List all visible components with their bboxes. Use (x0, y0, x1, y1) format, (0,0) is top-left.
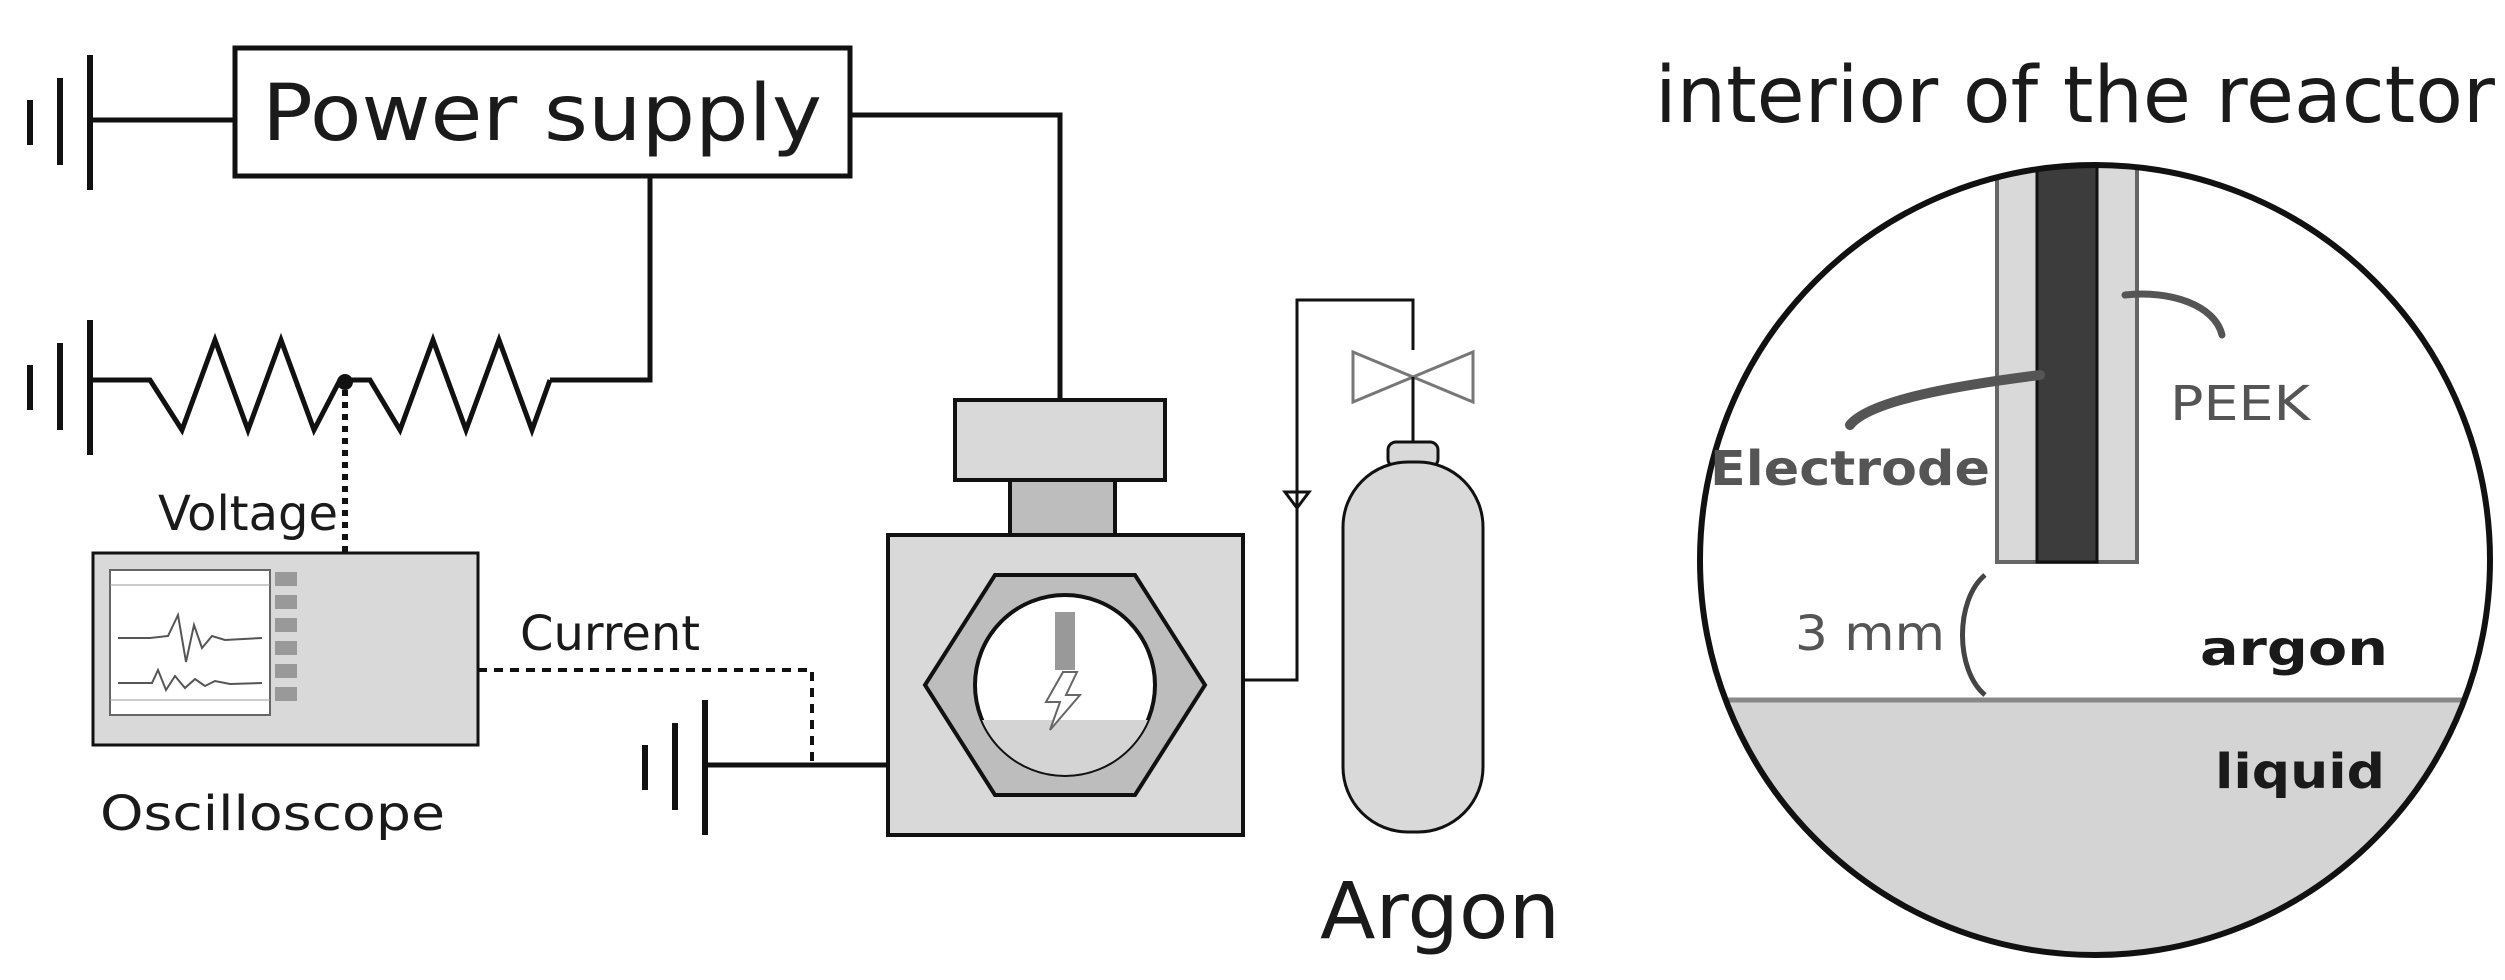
liquid-region-label: liquid (2215, 744, 2385, 800)
argon-region-label: argon (2200, 621, 2388, 677)
gap-label: 3 mm (1795, 606, 1945, 662)
wire-power-to-resistors (550, 176, 653, 383)
ground-symbol-middle (27, 320, 93, 455)
reactor-cap-neck (1008, 478, 1117, 537)
discharge-spark-icon (1044, 671, 1083, 731)
power-supply-box (232, 45, 853, 179)
wire-power-to-reactor (850, 112, 1063, 400)
argon-bottle (1341, 460, 1485, 834)
oscilloscope-label: Oscilloscope (100, 786, 445, 842)
current-label: Current (520, 606, 700, 662)
peek-label: PEEK (2170, 376, 2312, 432)
ground-symbol-bottom (642, 700, 708, 835)
valve-icon (1351, 349, 1417, 405)
electrode-label: Electrode (1710, 441, 1990, 497)
gap-bracket (1960, 573, 1987, 697)
electrode-rod (2035, 165, 2099, 564)
argon-bottle-label: Argon (1320, 867, 1560, 957)
reactor-window-electrode (1055, 612, 1075, 670)
voltage-probe-node (337, 374, 353, 390)
peek-leader (2121, 290, 2226, 339)
power-supply-label: Power supply (262, 69, 822, 159)
reactor-cap-top (953, 398, 1167, 482)
gas-line (1243, 298, 1415, 682)
interior-title: interior of the reactor (1655, 51, 2496, 141)
interior-circle-border (1697, 162, 2493, 958)
voltage-label: Voltage (158, 486, 338, 542)
gas-inlet-arrow-icon (1282, 490, 1312, 511)
resistor-divider (90, 332, 553, 438)
valve-icon-right (1409, 349, 1475, 405)
ground-symbol-top (27, 55, 93, 190)
oscilloscope-screen (109, 569, 297, 716)
electrode-leader (1845, 370, 2045, 430)
